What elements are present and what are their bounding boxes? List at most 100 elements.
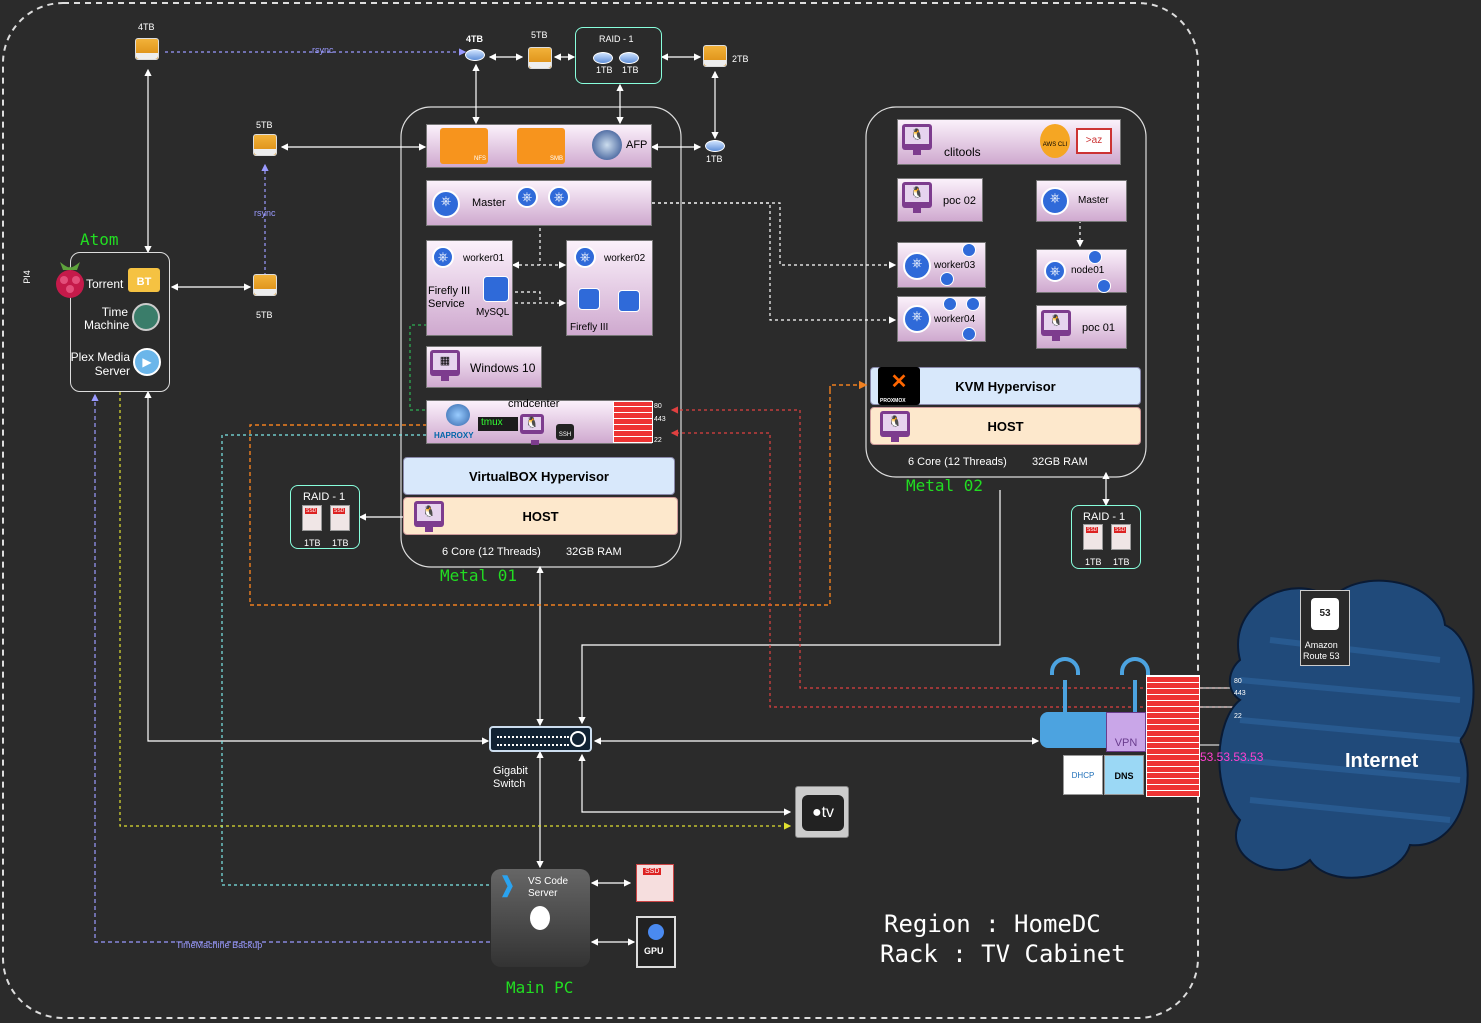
raid-metal01 [290, 485, 360, 549]
antenna [1133, 680, 1137, 712]
appletv-icon: ●tv [795, 786, 849, 838]
folder-icon: SMB [517, 128, 565, 164]
disk-5tb-top-label: 5TB [531, 30, 548, 40]
raid-top-disk-b: 1TB [622, 65, 639, 75]
haproxy-label: HAPROXY [434, 431, 474, 440]
raid-top-label: RAID - 1 [599, 34, 634, 44]
rsync-top-label: rsync [312, 45, 334, 55]
az-cli-icon: >az [1076, 128, 1112, 154]
switch-label: Gigabit Switch [493, 765, 528, 790]
dns-icon: DNS [1104, 755, 1144, 795]
firefly-label: Firefly III [570, 322, 609, 333]
wifi-icon [1050, 657, 1080, 675]
smb-label: SMB [549, 156, 563, 162]
switch-icon [489, 726, 592, 752]
kubernetes-icon [483, 276, 509, 302]
windows-label: Windows 10 [470, 361, 536, 375]
ssd-icon: SSD [636, 864, 674, 902]
worker02-label: worker02 [604, 253, 646, 264]
firewall-icon [613, 401, 653, 443]
folder-icon: NFS [440, 128, 488, 164]
ssd-icon [1083, 524, 1103, 550]
kubernetes-icon: ⎈ [432, 246, 454, 268]
raid-metal01-label: RAID - 1 [303, 491, 346, 503]
haproxy-icon [446, 404, 470, 426]
kubernetes-icon: ⎈ [1041, 187, 1069, 215]
raid-metal02-disk-a: 1TB [1085, 557, 1102, 567]
kubernetes-icon [940, 272, 954, 286]
dhcp-icon: DHCP [1063, 755, 1103, 795]
nfs-label: NFS [474, 156, 486, 162]
public-ip: 53.53.53.53 [1200, 750, 1264, 764]
node01-label: node01 [1071, 265, 1105, 276]
appletv-label: tv [821, 804, 835, 821]
time-machine-icon [132, 303, 160, 331]
metal01-ram: 32GB RAM [566, 546, 622, 558]
kubernetes-icon [943, 297, 957, 311]
worker04-label: worker04 [934, 314, 976, 325]
usb-disk-icon [528, 47, 552, 69]
master02-label: Master [1078, 195, 1109, 206]
time-machine-label: Time Machine [84, 305, 130, 332]
firewall-icon [1146, 675, 1200, 797]
proxmox-label: PROXMOX [880, 398, 906, 404]
wifi-icon [1120, 657, 1150, 675]
vscode-label: VS Code Server [528, 876, 569, 899]
poc01-label: poc 01 [1082, 322, 1116, 334]
hdd-1tb-label: 1TB [706, 154, 723, 164]
bittorrent-icon: BT [128, 268, 160, 292]
metal02-cpu: 6 Core (12 Threads) [908, 456, 1007, 468]
hdd-icon [593, 52, 613, 64]
port-80: 80 [654, 403, 662, 410]
rack-label: Rack : TV Cabinet [880, 940, 1126, 968]
kubernetes-icon [1097, 279, 1111, 293]
pi-box [70, 252, 170, 392]
linux-tux-icon: 🐧 [414, 501, 444, 532]
usb-disk-icon [253, 134, 277, 156]
virtualbox-hypervisor: VirtualBOX Hypervisor [403, 457, 675, 495]
metal02-ram: 32GB RAM [1032, 456, 1088, 468]
plex-icon: ▶ [133, 348, 161, 376]
kubernetes-icon [1088, 250, 1102, 264]
tmux-icon: tmux [478, 417, 518, 431]
internet-label: Internet [1345, 750, 1419, 772]
raid-metal02-label: RAID - 1 [1083, 511, 1126, 523]
proxmox-icon: ✕PROXMOX [878, 367, 920, 405]
route53-icon: 53 [1311, 598, 1339, 630]
ssd-icon [330, 505, 350, 531]
usb-disk-icon [135, 38, 159, 60]
k8s-master-vm [426, 180, 652, 226]
linux-tux-icon: 🐧 [880, 411, 910, 442]
ssd-icon [1111, 524, 1131, 550]
hdd-4tb-label: 4TB [466, 34, 484, 44]
windows-icon: ▦ [430, 350, 460, 381]
kubernetes-icon [966, 297, 980, 311]
kubernetes-icon [962, 243, 976, 257]
port-22: 22 [654, 437, 662, 444]
antenna [1063, 680, 1067, 712]
ssd-label: SSD [643, 868, 662, 875]
kubernetes-icon: ⎈ [432, 190, 460, 218]
linux-tux-icon: 🐧 [520, 414, 544, 445]
aws-cli-icon: AWS CLI [1040, 124, 1070, 158]
afp-globe-icon [592, 130, 622, 160]
mainpc-name: Main PC [506, 978, 574, 997]
timemachine-backup-label: TimeMachine Backup [176, 940, 263, 950]
disk-4tb-label: 4TB [138, 22, 155, 32]
linux-tux-icon: 🐧 [1041, 310, 1071, 341]
kubernetes-icon: ⎈ [574, 246, 596, 268]
kubernetes-icon: ⎈ [516, 186, 538, 208]
usb-disk-icon [703, 45, 727, 67]
usb-disk-icon [253, 274, 277, 296]
kubernetes-icon [962, 327, 976, 341]
kubernetes-icon: ⎈ [1044, 260, 1066, 282]
cmdcenter-label: cmdcenter [508, 398, 560, 410]
kubernetes-icon: ⎈ [548, 186, 570, 208]
hdd-icon [465, 49, 485, 61]
hdd-icon [619, 52, 639, 64]
mysql-label: MySQL [476, 307, 510, 318]
raspberry-pi-icon [52, 256, 88, 300]
vscode-icon: ❱ [498, 872, 517, 897]
rsync-left-label: rsync [254, 208, 276, 218]
